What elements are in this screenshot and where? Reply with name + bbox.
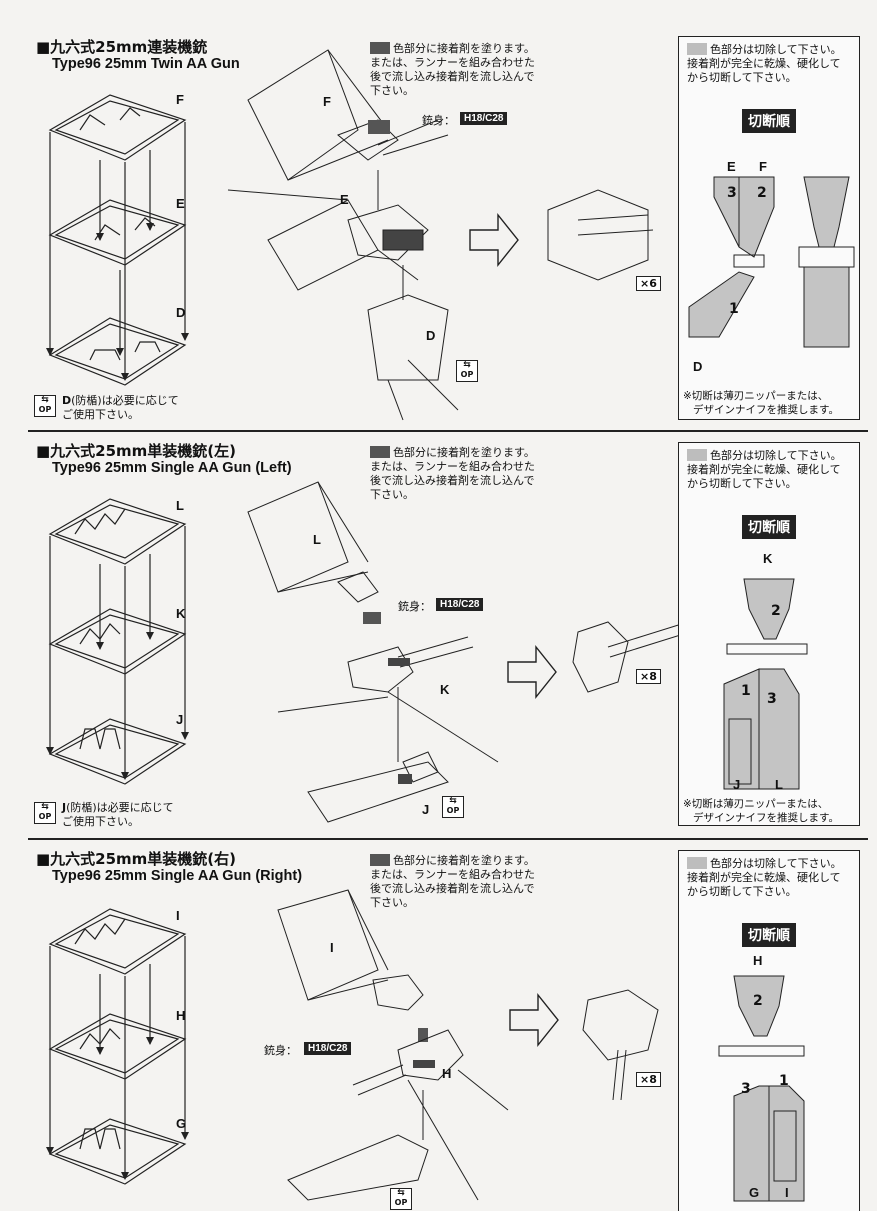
sprue-label: E bbox=[176, 196, 185, 211]
option-part-note: J(防楯)は必要に応じてご使用下さい。 bbox=[62, 801, 174, 828]
part-label: L bbox=[313, 532, 321, 547]
cut-color-swatch bbox=[687, 43, 707, 55]
option-part-icon: ⇆OP bbox=[442, 796, 464, 818]
part-label: E bbox=[340, 192, 349, 207]
cut-color-swatch bbox=[687, 857, 707, 869]
quantity-multiplier: ×8 bbox=[636, 1072, 661, 1087]
part-label: D bbox=[426, 328, 436, 343]
option-part-icon: ⇆OP bbox=[34, 802, 56, 824]
cut-part-label: D bbox=[693, 359, 703, 374]
option-part-note: D(防楯)は必要に応じてご使用下さい。 bbox=[62, 394, 179, 421]
cut-order-box: 色部分は切除して下さい。 接着剤が完全に乾燥、硬化してから切断して下さい。 切断… bbox=[678, 850, 860, 1211]
cut-order-diagram bbox=[718, 975, 805, 1202]
barrel-label: 銃身： bbox=[398, 600, 431, 613]
cut-part-label: G bbox=[749, 1185, 760, 1200]
cut-step-number: 1 bbox=[729, 301, 739, 317]
option-part-icon: ⇆OP bbox=[34, 395, 56, 417]
glue-color-swatch bbox=[370, 854, 390, 866]
section-title-jp: ■九六式25mm連装機銃 bbox=[36, 38, 208, 56]
section-title-jp: ■九六式25mm単装機銃(右) bbox=[36, 850, 237, 868]
part-label: J bbox=[422, 802, 430, 817]
cut-step-number: 2 bbox=[753, 993, 763, 1009]
cut-order-diagram bbox=[688, 176, 855, 348]
sprue-label: F bbox=[176, 92, 184, 107]
glue-color-swatch bbox=[370, 42, 390, 54]
barrel-label: 銃身： bbox=[422, 114, 455, 127]
barrel-label: 銃身： bbox=[264, 1044, 297, 1057]
cut-step-number: 1 bbox=[741, 683, 751, 699]
cut-color-swatch bbox=[687, 449, 707, 461]
cut-part-label: H bbox=[753, 953, 763, 968]
sprue-stack-diagram bbox=[46, 908, 189, 1185]
cut-part-label: F bbox=[759, 159, 767, 174]
cut-order-heading: 切断順 bbox=[742, 109, 796, 133]
quantity-multiplier: ×8 bbox=[636, 669, 661, 684]
barrel-part-tag: H18/C28 bbox=[304, 1042, 352, 1055]
sprue-stack-diagram bbox=[46, 94, 189, 386]
sprue-label: L bbox=[176, 498, 184, 513]
cut-note: 色部分は切除して下さい。 接着剤が完全に乾燥、硬化してから切断して下さい。 bbox=[687, 449, 842, 490]
section-title-en: Type96 25mm Twin AA Gun bbox=[52, 56, 240, 72]
assembly-diagram bbox=[227, 49, 654, 421]
cut-part-label: E bbox=[727, 159, 736, 174]
part-label: H bbox=[442, 1066, 452, 1081]
cut-step-number: 2 bbox=[757, 185, 767, 201]
option-part-icon: ⇆OP bbox=[456, 360, 478, 382]
section-single-aa-gun-right: ■九六式25mm単装機銃(右) Type96 25mm Single AA Gu… bbox=[28, 838, 868, 1211]
cut-step-number: 3 bbox=[741, 1081, 751, 1097]
section-title-en: Type96 25mm Single AA Gun (Right) bbox=[52, 868, 303, 884]
part-label: F bbox=[323, 94, 331, 109]
part-label: I bbox=[330, 940, 334, 955]
cut-step-number: 2 bbox=[771, 603, 781, 619]
option-part-icon: ⇆OP bbox=[390, 1188, 412, 1210]
sprue-label: H bbox=[176, 1008, 186, 1023]
sprue-label: I bbox=[176, 908, 180, 923]
part-label: K bbox=[440, 682, 450, 697]
cut-footer-note: ※切断は薄刃ニッパーまたは、デザインナイフを推奨します。 bbox=[683, 390, 839, 416]
cut-order-diagram bbox=[723, 578, 808, 790]
cut-footer-note: ※切断は薄刃ニッパーまたは、デザインナイフを推奨します。 bbox=[683, 798, 839, 824]
assembly-diagram bbox=[247, 481, 691, 823]
cut-note: 色部分は切除して下さい。 接着剤が完全に乾燥、硬化してから切断して下さい。 bbox=[687, 857, 842, 898]
glue-note: 色部分に接着剤を塗ります。 または、ランナーを組み合わせた後で流し込み接着剤を流… bbox=[370, 42, 535, 97]
cut-part-label: J bbox=[733, 777, 741, 792]
assembly-diagram bbox=[277, 889, 659, 1201]
section-title-en: Type96 25mm Single AA Gun (Left) bbox=[52, 460, 292, 476]
cut-step-number: 3 bbox=[767, 691, 777, 707]
section-single-aa-gun-left: ■九六式25mm単装機銃(左) Type96 25mm Single AA Gu… bbox=[28, 430, 868, 837]
cut-step-number: 1 bbox=[779, 1073, 789, 1089]
cut-note: 色部分は切除して下さい。 接着剤が完全に乾燥、硬化してから切断して下さい。 bbox=[687, 43, 842, 84]
cut-order-box: 色部分は切除して下さい。 接着剤が完全に乾燥、硬化してから切断して下さい。 切断… bbox=[678, 442, 860, 826]
glue-note: 色部分に接着剤を塗ります。 または、ランナーを組み合わせた後で流し込み接着剤を流… bbox=[370, 446, 535, 501]
glue-note: 色部分に接着剤を塗ります。 または、ランナーを組み合わせた後で流し込み接着剤を流… bbox=[370, 854, 535, 909]
sprue-stack-diagram bbox=[46, 498, 189, 785]
barrel-part-tag: H18/C28 bbox=[436, 598, 484, 611]
cut-order-heading: 切断順 bbox=[742, 515, 796, 539]
cut-part-label: L bbox=[775, 777, 783, 792]
cut-part-label: I bbox=[785, 1185, 789, 1200]
sprue-label: K bbox=[176, 606, 186, 621]
cut-order-heading: 切断順 bbox=[742, 923, 796, 947]
cut-part-label: K bbox=[763, 551, 773, 566]
quantity-multiplier: ×6 bbox=[636, 276, 661, 291]
sprue-label: J bbox=[176, 712, 184, 727]
barrel-part-tag: H18/C28 bbox=[460, 112, 508, 125]
glue-color-swatch bbox=[370, 446, 390, 458]
cut-order-box: 色部分は切除して下さい。 接着剤が完全に乾燥、硬化してから切断して下さい。 切断… bbox=[678, 36, 860, 420]
sprue-label: G bbox=[176, 1116, 187, 1131]
sprue-label: D bbox=[176, 305, 186, 320]
section-title-jp: ■九六式25mm単装機銃(左) bbox=[36, 442, 237, 460]
cut-step-number: 3 bbox=[727, 185, 737, 201]
section-twin-aa-gun: ■九六式25mm連装機銃 Type96 25mm Twin AA Gun F E… bbox=[28, 30, 868, 430]
